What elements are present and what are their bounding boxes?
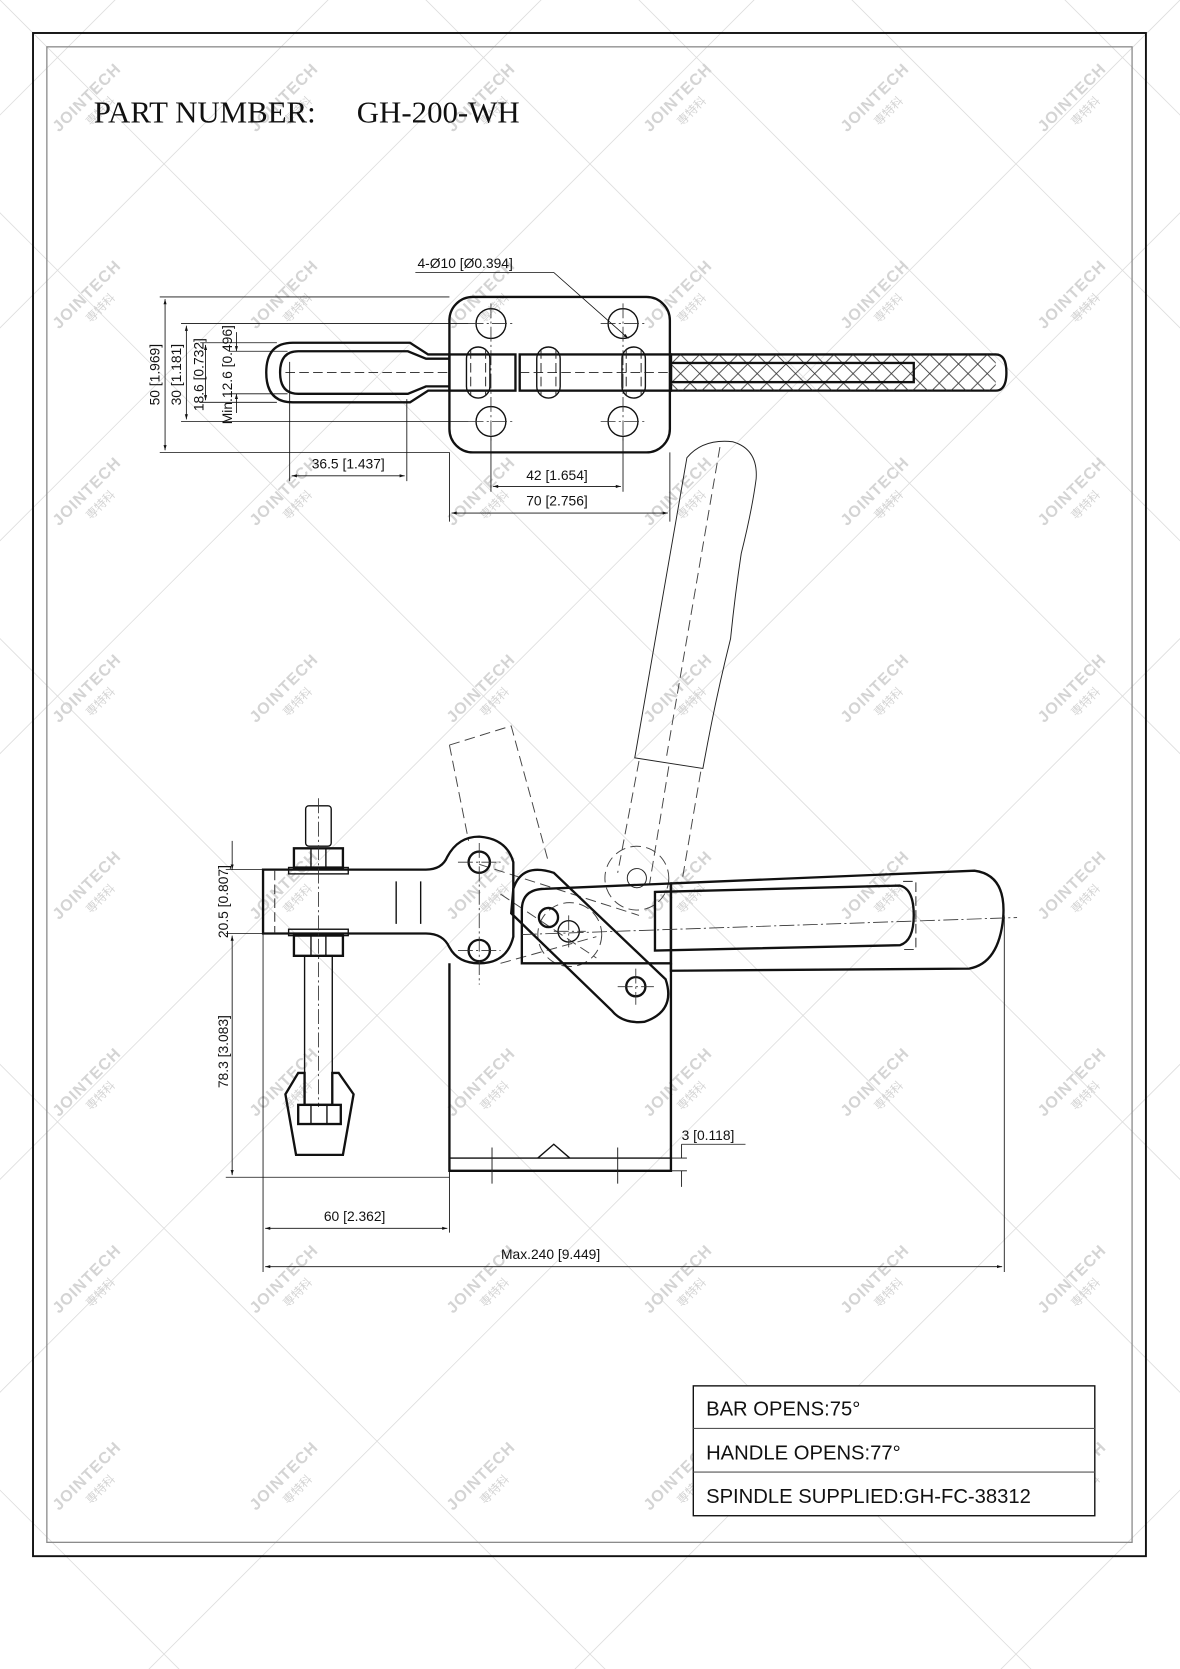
spec-handle-opens: HANDLE OPENS:77° bbox=[706, 1442, 901, 1464]
dim-base-plate: 3 [0.118] bbox=[682, 1127, 735, 1143]
top-view: 4-Ø10 [Ø0.394] 50 [1.969] 30 [1.181] 18.… bbox=[147, 255, 1008, 522]
dim-overall-height: 50 [1.969] bbox=[147, 344, 163, 405]
dim-u-bar-inner: Min.12.6 [0.496] bbox=[219, 325, 235, 424]
spec-spindle-supplied: SPINDLE SUPPLIED:GH-FC-38312 bbox=[706, 1486, 1031, 1508]
dim-arm-reach: 60 [2.362] bbox=[324, 1208, 386, 1224]
dim-u-bar-length: 36.5 [1.437] bbox=[312, 455, 385, 471]
dim-hole-spacing-h: 42 [1.654] bbox=[526, 467, 588, 483]
hole-callout: 4-Ø10 [Ø0.394] bbox=[417, 255, 512, 271]
dim-base-height: 78.3 [3.083] bbox=[215, 1015, 231, 1088]
dim-u-bar-outer: 18.6 [0.732] bbox=[190, 338, 206, 411]
dim-base-width: 70 [2.756] bbox=[526, 493, 588, 509]
spec-table: BAR OPENS:75° HANDLE OPENS:77° SPINDLE S… bbox=[692, 1385, 1096, 1517]
dim-hole-spacing-v: 30 [1.181] bbox=[168, 344, 184, 405]
spec-bar-opens: BAR OPENS:75° bbox=[706, 1399, 860, 1421]
inner-frame bbox=[46, 46, 1133, 1543]
part-number-value: GH-200-WH bbox=[357, 94, 520, 129]
part-number-label: PART NUMBER: bbox=[94, 94, 316, 129]
side-view: 20.5 [0.807] 78.3 [3.083] 3 [0.118] 60 [… bbox=[215, 440, 1018, 1272]
dim-max-length: Max.240 [9.449] bbox=[501, 1246, 600, 1262]
dim-arm-thickness: 20.5 [0.807] bbox=[215, 865, 231, 938]
outer-frame bbox=[32, 32, 1147, 1558]
